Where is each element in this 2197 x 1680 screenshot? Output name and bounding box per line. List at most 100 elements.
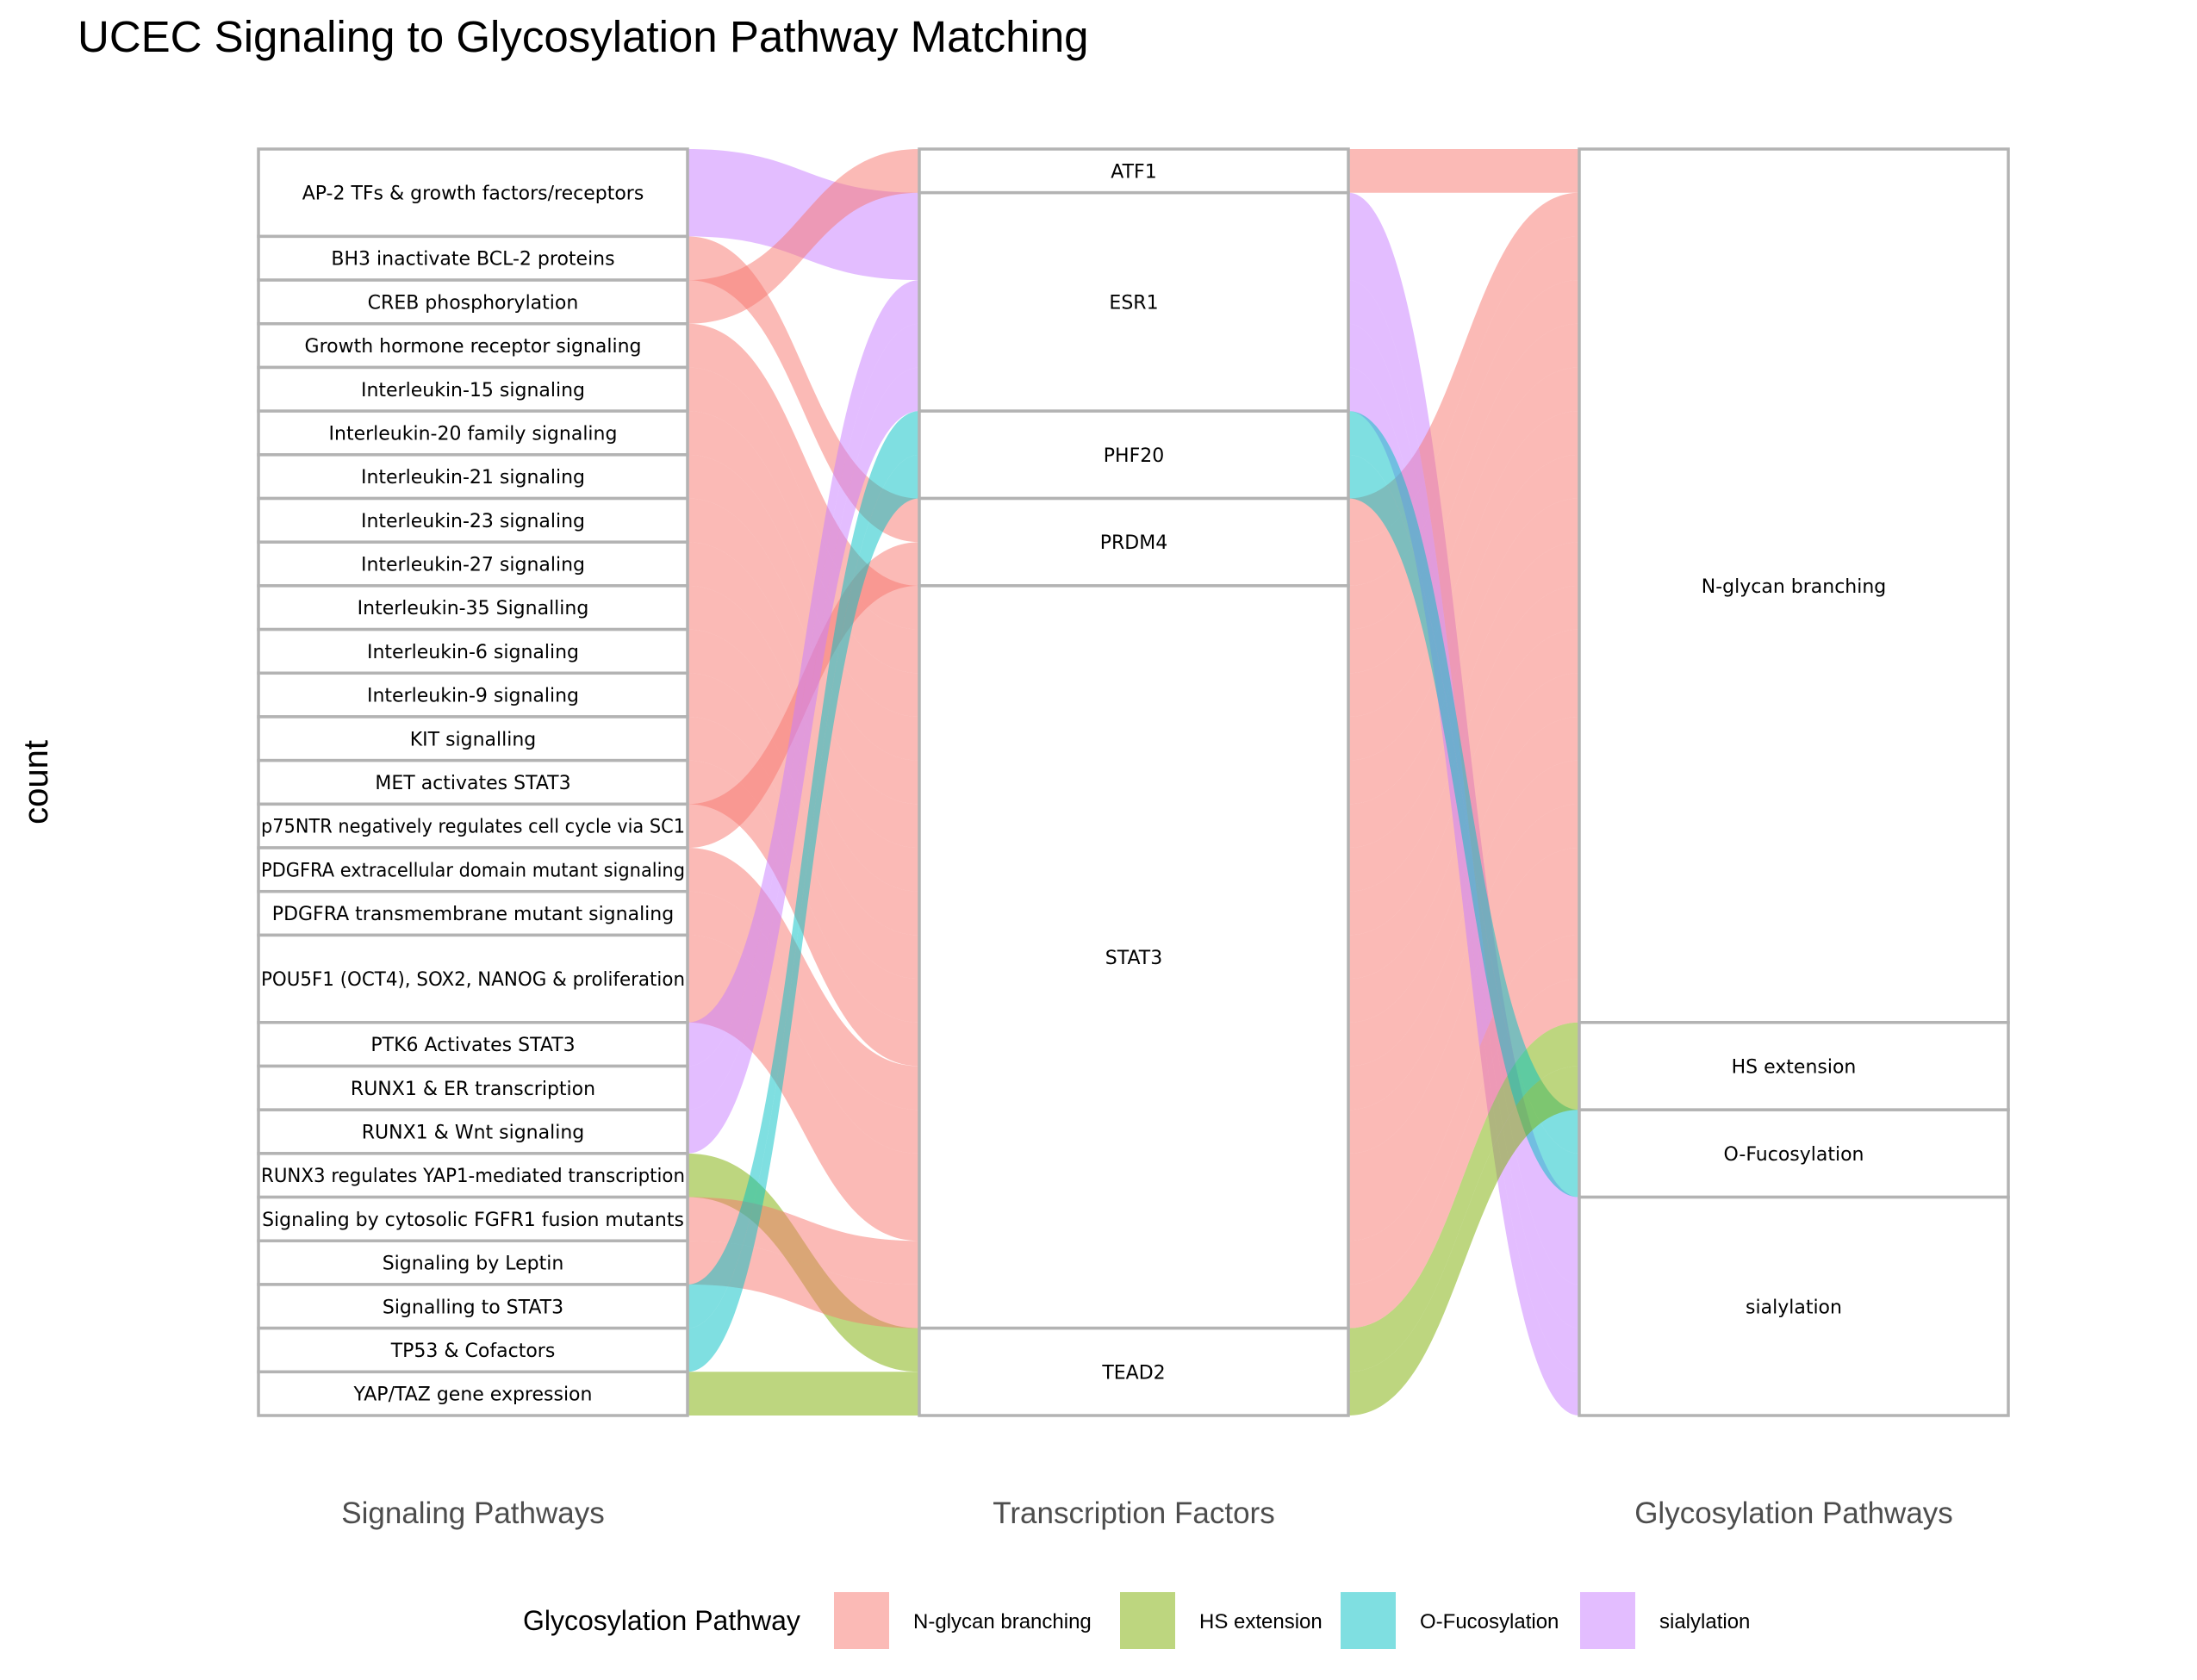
legend-label-sialylation: sialylation (1659, 1610, 1750, 1633)
stratum-label-interleukin-6-signaling: Interleukin-6 signaling (367, 642, 579, 663)
stratum-label-esr1: ESR1 (1109, 292, 1158, 314)
flow-interleukin-27-signaling-stat3-to-n-glycan-branching (1348, 498, 1579, 849)
stratum-label-prdm4: PRDM4 (1100, 532, 1167, 554)
stratum-box-runx3-regulates-yap1-mediated-transcription (257, 1152, 689, 1199)
flow-bh3-inactivate-bcl-2-proteins-to-prdm4 (688, 236, 919, 543)
flow-signaling-by-cytosolic-fgfr1-fusion-mutants-stat3-to-n-glycan-branching (1348, 935, 1579, 1285)
stratum-label-runx1-er-transcription: RUNX1 & ER transcription (351, 1079, 595, 1100)
stratum-label-bh3-inactivate-bcl-2-proteins: BH3 inactivate BCL-2 proteins (331, 249, 614, 271)
stratum-box-hs-extension (1578, 1021, 2010, 1111)
stratum-label-hs-extension: HS extension (1732, 1056, 1857, 1078)
stratum-box-o-fucosylation (1578, 1108, 2010, 1199)
legend-swatch-n-glycan-branching (834, 1592, 889, 1649)
stratum-box-sialylation (1578, 1195, 2010, 1417)
flow-interleukin-15-signaling-to-stat3 (688, 367, 919, 674)
stratum-box-n-glycan-branching (1578, 147, 2010, 1024)
stratum-label-o-fucosylation: O-Fucosylation (1723, 1144, 1864, 1166)
flow-pdgfra-extracellular-domain-mutant-signaling-stat3-to-n-glycan-branching (1348, 760, 1579, 1111)
chart-title: UCEC Signaling to Glycosylation Pathway … (78, 12, 1089, 61)
legend-label-o-fucosylation: O-Fucosylation (1420, 1610, 1559, 1633)
flow-pou5f1-oct4-sox2-nanog-proliferation-stat3-to-n-glycan-branching (1348, 848, 1579, 1241)
stratum-box-interleukin-21-signaling (257, 453, 689, 501)
stratum-label-interleukin-35-signalling: Interleukin-35 Signalling (358, 598, 589, 619)
stratum-label-growth-hormone-receptor-signaling: Growth hormone receptor signaling (305, 336, 642, 358)
legend-swatch-hs-extension (1120, 1592, 1175, 1649)
stratum-label-signalling-to-stat3: Signalling to STAT3 (383, 1297, 563, 1318)
stratum-label-atf1: ATF1 (1111, 161, 1156, 183)
flow-interleukin-21-signaling-stat3-to-n-glycan-branching (1348, 411, 1579, 761)
stratum-label-n-glycan-branching: N-glycan branching (1702, 576, 1887, 598)
stratum-label-pou5f1-oct4-sox2-nanog-proliferation: POU5F1 (OCT4), SOX2, NANOG & proliferati… (261, 969, 685, 991)
stratum-box-runx1-wnt-signaling (257, 1108, 689, 1155)
flow-creb-phosphorylation-to-atf1 (688, 149, 919, 324)
flow-pdgfra-extracellular-domain-mutant-signaling-to-stat3 (688, 848, 919, 1111)
flow-bh3-inactivate-bcl-2-proteins-prdm4-to-n-glycan-branching (1348, 192, 1579, 543)
flow-runx1-wnt-signaling-esr1-to-sialylation (1348, 367, 1579, 1416)
stratum-box-interleukin-9-signaling (257, 671, 689, 719)
stratum-label-tead2: TEAD2 (1101, 1362, 1165, 1384)
flow-interleukin-21-signaling-to-stat3 (688, 454, 919, 761)
flow-interleukin-15-signaling-stat3-to-n-glycan-branching (1348, 323, 1579, 674)
flow-runx1-er-transcription-to-esr1 (688, 323, 919, 1111)
flow-growth-hormone-receptor-signaling-stat3-to-n-glycan-branching (1348, 280, 1579, 630)
axis-label-glycosylation-pathways: Glycosylation Pathways (1634, 1496, 1953, 1530)
flow-interleukin-23-signaling-stat3-to-n-glycan-branching (1348, 454, 1579, 805)
stratum-box-pdgfra-transmembrane-mutant-signaling (257, 889, 689, 937)
stratum-box-interleukin-6-signaling (257, 627, 689, 675)
flow-signalling-to-stat3-to-phf20 (688, 411, 919, 1328)
flow-tp53-cofactors-phf20-to-o-fucosylation (1348, 454, 1579, 1198)
y-axis-label: count (17, 740, 55, 824)
legend-title: Glycosylation Pathway (523, 1605, 800, 1636)
legend-label-n-glycan-branching: N-glycan branching (913, 1610, 1092, 1633)
flow-yap-taz-gene-expression-to-tead2 (688, 1372, 919, 1416)
flow-signalling-to-stat3-phf20-to-o-fucosylation (1348, 411, 1579, 1154)
stratum-box-interleukin-27-signaling (257, 540, 689, 588)
stratum-box-yap-taz-gene-expression (257, 1370, 689, 1417)
stratum-label-runx1-wnt-signaling: RUNX1 & Wnt signaling (362, 1123, 584, 1144)
stratum-label-interleukin-20-family-signaling: Interleukin-20 family signaling (329, 423, 618, 445)
stratum-box-creb-phosphorylation (257, 278, 689, 326)
legend-label-hs-extension: HS extension (1199, 1610, 1323, 1633)
stratum-box-kit-signalling (257, 715, 689, 762)
flow-interleukin-20-family-signaling-to-stat3 (688, 411, 919, 717)
stratum-label-stat3: STAT3 (1105, 948, 1162, 969)
axis-labels: Signaling Pathways Transcription Factors G… (341, 1496, 1953, 1530)
stratum-box-stat3 (918, 584, 1350, 1330)
stratum-label-interleukin-27-signaling: Interleukin-27 signaling (361, 555, 585, 576)
stratum-label-interleukin-23-signaling: Interleukin-23 signaling (361, 511, 585, 532)
flow-yap-taz-gene-expression-tead2-to-hs-extension (1348, 1066, 1579, 1416)
stratum-box-bh3-inactivate-bcl-2-proteins (257, 234, 689, 282)
axis-label-signaling-pathways: Signaling Pathways (341, 1496, 604, 1530)
stratum-box-phf20 (918, 409, 1350, 501)
flow-growth-hormone-receptor-signaling-to-stat3 (688, 323, 919, 630)
stratum-label-interleukin-9-signaling: Interleukin-9 signaling (367, 686, 579, 707)
stratum-label-interleukin-21-signaling: Interleukin-21 signaling (361, 467, 585, 488)
stratum-box-signalling-to-stat3 (257, 1283, 689, 1330)
flow-runx1-wnt-signaling-to-esr1 (688, 367, 919, 1154)
stratum-label-interleukin-15-signaling: Interleukin-15 signaling (361, 380, 585, 401)
stratum-label-creb-phosphorylation: CREB phosphorylation (368, 292, 579, 314)
stratum-label-pdgfra-extracellular-domain-mutant-signaling: PDGFRA extracellular domain mutant signa… (261, 860, 685, 881)
legend: Glycosylation Pathway N-glycan branching H… (523, 1592, 1750, 1649)
stratum-label-ap-2-tfs-growth-factors-receptors: AP-2 TFs & growth factors/receptors (302, 184, 644, 205)
stratum-box-runx1-er-transcription (257, 1064, 689, 1111)
stratum-label-p75ntr-negatively-regulates-cell-cycle-via-sc1: p75NTR negatively regulates cell cycle v… (261, 817, 685, 838)
stratum-box-signaling-by-cytosolic-fgfr1-fusion-mutants (257, 1195, 689, 1242)
stratum-label-yap-taz-gene-expression: YAP/TAZ gene expression (353, 1384, 593, 1406)
stratum-box-pdgfra-extracellular-domain-mutant-signaling (257, 846, 689, 893)
stratum-label-pdgfra-transmembrane-mutant-signaling: PDGFRA transmembrane mutant signaling (272, 904, 674, 925)
flow-p75ntr-negatively-regulates-cell-cycle-via-sc1-prdm4-to-n-glycan-branching (1348, 236, 1579, 586)
axis-label-transcription-factors: Transcription Factors (993, 1496, 1274, 1530)
stratum-label-kit-signalling: KIT signalling (410, 729, 537, 750)
stratum-box-met-activates-stat3 (257, 758, 689, 806)
flow-creb-phosphorylation-atf1-to-n-glycan-branching (1348, 149, 1579, 193)
flow-interleukin-9-signaling-to-stat3 (688, 673, 919, 980)
flow-interleukin-35-signalling-stat3-to-n-glycan-branching (1348, 542, 1579, 892)
legend-swatch-o-fucosylation (1341, 1592, 1396, 1649)
stratum-label-signaling-by-leptin: Signaling by Leptin (383, 1254, 564, 1275)
stratum-box-interleukin-20-family-signaling (257, 409, 689, 457)
stratum-label-tp53-cofactors: TP53 & Cofactors (390, 1341, 556, 1362)
stratum-box-interleukin-35-signalling (257, 584, 689, 632)
flow-tp53-cofactors-to-phf20 (688, 454, 919, 1372)
